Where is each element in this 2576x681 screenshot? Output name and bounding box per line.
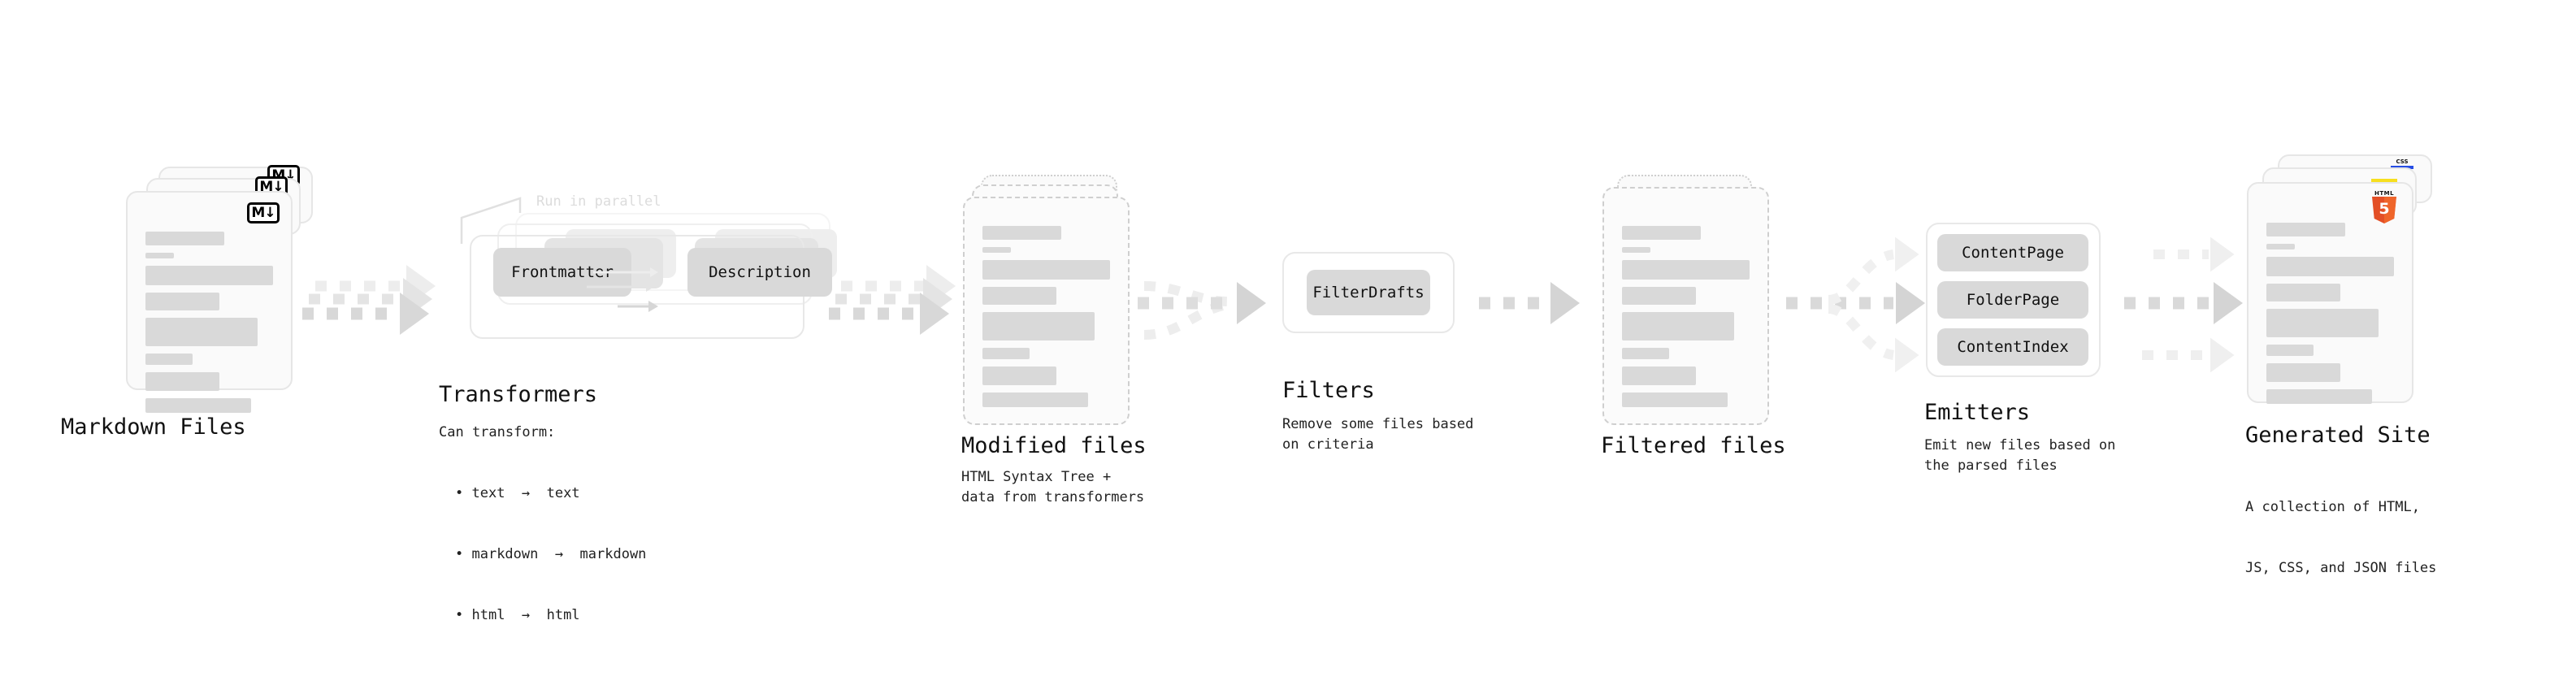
connector-filtered-to-emitters: [1786, 236, 1925, 373]
filtered-card-stack: [1602, 175, 1777, 425]
filters-panel: [1282, 252, 1455, 333]
transformer-chip-label: Description: [709, 263, 811, 281]
stage-title-emitters: Emitters: [1924, 400, 2031, 425]
emitter-chip-folderpage[interactable]: FolderPage: [1937, 281, 2088, 319]
modified-card-stack: [963, 175, 1138, 425]
transformers-panel-stack: Run in parallel Frontmatter Description: [447, 193, 837, 339]
transformers-bullet-item: • text → text: [455, 485, 580, 501]
filtered-card-front: [1602, 187, 1769, 425]
stage-generated-site: CSS HTML 5: [2245, 154, 2442, 576]
html5-badge: HTML 5: [2370, 190, 2399, 224]
html5-badge-number: 5: [2379, 199, 2390, 218]
bullet-text: markdown → markdown: [471, 546, 647, 562]
stage-title-generated-site: Generated Site: [2245, 423, 2431, 448]
transformers-bullet-item: • html → html: [455, 607, 580, 623]
markdown-card-content: [145, 232, 273, 420]
emitter-chip-contentindex[interactable]: ContentIndex: [1937, 328, 2088, 366]
emitter-chip-label: ContentIndex: [1957, 338, 2069, 356]
generated-site-description-line: A collection of HTML,: [2245, 499, 2420, 515]
emitters-panel: [1926, 223, 2101, 377]
generated-card-content: [2266, 223, 2394, 411]
markdown-badge-arrow: ↓: [272, 178, 284, 195]
filters-description: Remove some files based on criteria: [1282, 416, 1474, 453]
stage-filtered-files: Filtered files: [1601, 175, 1786, 458]
modified-files-description: HTML Syntax Tree + data from transformer…: [961, 469, 1145, 505]
markdown-card-stack: M↓ M↓ M↓: [126, 165, 313, 413]
markdown-badge-front: M↓: [247, 202, 280, 223]
run-in-parallel-label: Run in parallel: [536, 193, 661, 210]
emitter-chip-contentpage[interactable]: ContentPage: [1937, 234, 2088, 271]
connector-modified-to-filters: [1138, 281, 1266, 340]
transformers-bullet-item: • markdown → markdown: [455, 546, 647, 562]
stage-transformers: Run in parallel Frontmatter Description …: [439, 193, 837, 623]
markdown-badge-letter: M: [259, 178, 273, 195]
transformers-description: Can transform:: [439, 424, 556, 440]
markdown-badge-letter: M: [251, 204, 265, 221]
html5-badge-word: HTML: [2374, 190, 2395, 197]
emitters-description: Emit new files based on the parsed files: [1924, 437, 2116, 474]
html5-badge-shield: 5: [2372, 197, 2396, 223]
generated-site-description: A collection of HTML, JS, CSS, and JSON …: [2245, 457, 2436, 619]
stage-title-transformers: Transformers: [439, 382, 598, 407]
markdown-card-front: M↓: [126, 191, 293, 413]
filter-chip-label: FilterDrafts: [1312, 284, 1425, 301]
filter-chip-filterdrafts[interactable]: FilterDrafts: [1307, 270, 1430, 315]
modified-card-front: [963, 197, 1130, 425]
stage-title-filters: Filters: [1282, 378, 1375, 403]
modified-card-content: [982, 226, 1110, 414]
generated-site-description-line: JS, CSS, and JSON files: [2245, 560, 2437, 576]
stage-title-markdown-files: Markdown Files: [61, 414, 246, 440]
css-badge-label: CSS: [2396, 158, 2409, 165]
bullet-text: text → text: [471, 485, 580, 501]
bullet-text: html → html: [471, 607, 580, 623]
stage-markdown-files: M↓ M↓ M↓: [61, 165, 313, 440]
markdown-badge-arrow: ↓: [264, 204, 275, 221]
connector-markdown-to-transformers: [302, 265, 436, 335]
transformer-chip-description[interactable]: Description: [687, 248, 832, 297]
emitter-chip-label: FolderPage: [1966, 291, 2060, 309]
generated-card-front: HTML 5: [2247, 182, 2413, 404]
connector-emitters-to-generated: [2124, 236, 2243, 373]
stage-modified-files: Modified files HTML Syntax Tree + data f…: [961, 175, 1147, 505]
filtered-card-content: [1622, 226, 1750, 414]
connector-filters-to-filtered: [1479, 282, 1580, 324]
generated-card-stack: CSS HTML 5: [2247, 154, 2442, 406]
stage-title-filtered-files: Filtered files: [1601, 433, 1786, 458]
transformer-chip-label: Frontmatter: [511, 263, 614, 281]
stage-title-modified-files: Modified files: [961, 433, 1147, 458]
emitter-chip-label: ContentPage: [1962, 244, 2064, 262]
transformer-chip-frontmatter[interactable]: Frontmatter: [493, 248, 631, 297]
connector-transformers-to-modified: [829, 265, 956, 335]
transformers-bullets: • text → text • markdown → markdown • ht…: [455, 443, 646, 666]
